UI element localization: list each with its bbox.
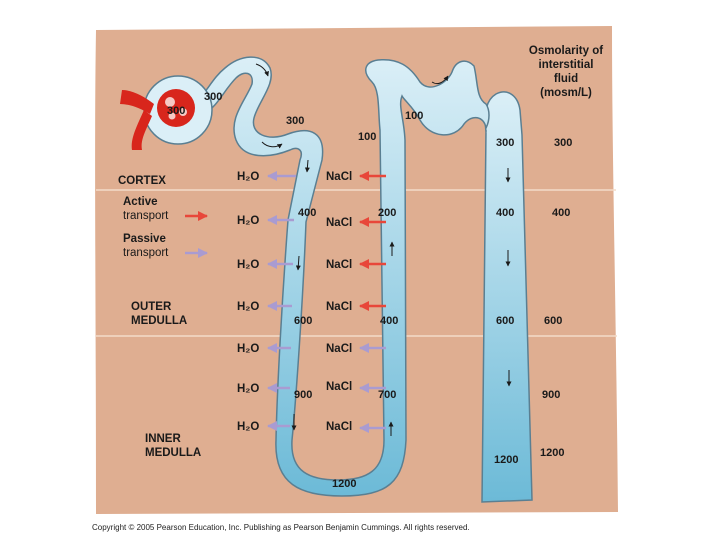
osmolarity-descending-600: 600: [294, 315, 312, 327]
osmolarity-descending-400: 400: [298, 207, 316, 219]
osmolarity-dct: 100: [405, 110, 423, 122]
osmolarity-collecting-400: 400: [496, 207, 514, 219]
flow-arrow: [304, 159, 310, 173]
salt-label: NaCl: [326, 381, 352, 393]
legend-passive-line-2: transport: [123, 247, 169, 259]
interstitial-value: 900: [542, 389, 560, 401]
salt-label: NaCl: [326, 421, 352, 433]
interstitial-value: 300: [554, 137, 572, 149]
interstitial-value: 1200: [540, 447, 564, 459]
header-line-1: Osmolarity of: [529, 45, 603, 57]
osmolarity-collecting-600: 600: [496, 315, 514, 327]
water-label: H₂O: [237, 301, 259, 313]
zone-inner-line-2: MEDULLA: [145, 447, 201, 459]
salt-label: NaCl: [326, 259, 352, 271]
water-label: H₂O: [237, 259, 259, 271]
legend-active-line-1: Active: [123, 196, 158, 208]
osmolarity-glomerulus: 300: [167, 105, 185, 117]
header-line-3: fluid: [554, 73, 578, 85]
efferent-arteriole: [131, 110, 152, 150]
water-label: H₂O: [237, 343, 259, 355]
glomerulus-loop: [165, 97, 175, 107]
flow-arrow: [261, 141, 283, 149]
osmolarity-collecting-300: 300: [496, 137, 514, 149]
flow-arrow: [295, 255, 301, 271]
zone-cortex: CORTEX: [118, 175, 166, 187]
flow-arrow: [255, 63, 269, 77]
header-line-4: (mosm/L): [540, 87, 592, 99]
interstitial-value: 400: [552, 207, 570, 219]
osmolarity-loop-bottom: 1200: [332, 478, 356, 490]
salt-label: NaCl: [326, 301, 352, 313]
osmolarity-descending-900: 900: [294, 389, 312, 401]
osmolarity-proximal: 300: [204, 91, 222, 103]
osmolarity-ascending-400: 400: [380, 315, 398, 327]
osmolarity-ascending-200: 200: [378, 207, 396, 219]
water-label: H₂O: [237, 421, 259, 433]
flow-arrow: [431, 75, 449, 85]
water-label: H₂O: [237, 383, 259, 395]
water-label: H₂O: [237, 171, 259, 183]
glomerulus-loop: [168, 112, 176, 120]
legend-active-line-2: transport: [123, 210, 169, 222]
copyright-notice: Copyright © 2005 Pearson Education, Inc.…: [92, 523, 470, 532]
afferent-arteriole: [120, 90, 154, 114]
salt-label: NaCl: [326, 171, 352, 183]
zone-outer-line-1: OUTER: [131, 301, 172, 313]
osmolarity-collecting-1200: 1200: [494, 454, 518, 466]
interstitial-value: 600: [544, 315, 562, 327]
zone-inner-line-1: INNER: [145, 433, 181, 445]
salt-label: NaCl: [326, 217, 352, 229]
zone-outer-line-2: MEDULLA: [131, 315, 187, 327]
header-line-2: interstitial: [539, 59, 594, 71]
glomerulus-loop: [179, 108, 187, 116]
osmolarity-descending-start: 300: [286, 115, 304, 127]
nephron-tubule: [187, 56, 490, 497]
salt-label: NaCl: [326, 343, 352, 355]
osmolarity-ascending-700: 700: [378, 389, 396, 401]
water-label: H₂O: [237, 215, 259, 227]
legend-passive-line-1: Passive: [123, 233, 166, 245]
osmolarity-dct-start: 100: [358, 131, 376, 143]
